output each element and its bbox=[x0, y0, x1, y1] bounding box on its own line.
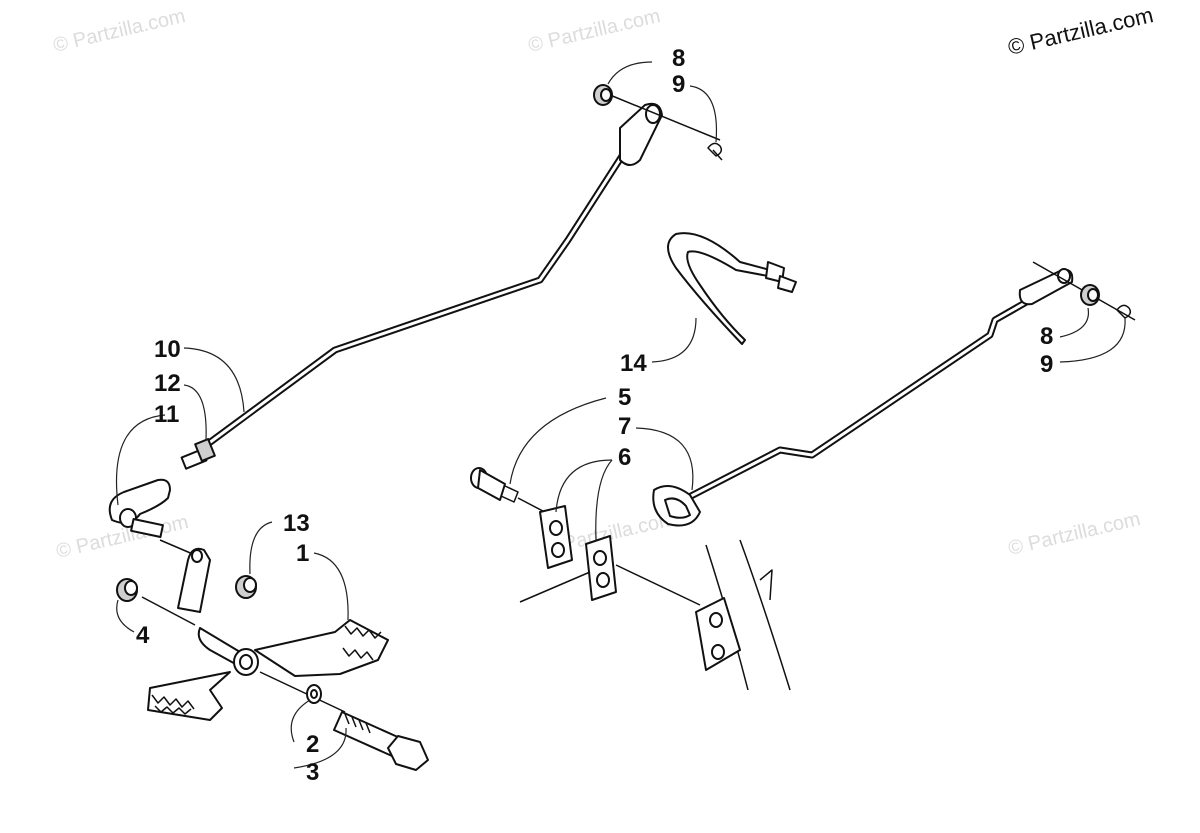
callout-labels: 8 9 10 12 11 13 1 4 2 3 14 5 7 6 8 9 bbox=[136, 45, 1053, 786]
leader-lines bbox=[115, 61, 1126, 769]
callout-6: 6 bbox=[618, 444, 631, 471]
washer-top bbox=[593, 84, 613, 106]
watermark-mid-right: © Partzilla.com bbox=[1006, 508, 1142, 560]
callout-4: 4 bbox=[136, 622, 150, 649]
callout-9-right: 9 bbox=[1040, 351, 1053, 378]
callout-5: 5 bbox=[618, 384, 631, 411]
callout-9-top: 9 bbox=[672, 71, 685, 98]
callout-14: 14 bbox=[620, 350, 647, 377]
callout-2: 2 bbox=[306, 731, 319, 758]
ball-joint-rod-end bbox=[108, 478, 196, 556]
callout-8-right: 8 bbox=[1040, 323, 1053, 350]
adjuster-threaded-end bbox=[180, 438, 216, 470]
watermark-top-center: © Partzilla.com bbox=[526, 5, 662, 57]
callout-13: 13 bbox=[283, 510, 310, 537]
cotter-pin-right bbox=[1116, 304, 1132, 319]
cotter-pin-top bbox=[707, 142, 723, 161]
cable-tie bbox=[667, 232, 797, 345]
callout-10: 10 bbox=[154, 336, 181, 363]
pivot-bolt bbox=[333, 711, 429, 771]
watermark-top-left: © Partzilla.com bbox=[51, 5, 187, 57]
upper-shift-rod bbox=[201, 94, 721, 450]
callout-3: 3 bbox=[306, 759, 319, 786]
lower-shift-rod bbox=[660, 261, 1136, 514]
callout-7: 7 bbox=[618, 413, 631, 440]
callout-12: 12 bbox=[154, 370, 181, 397]
washer-2 bbox=[306, 684, 322, 704]
nut-13 bbox=[235, 575, 257, 599]
nut-4 bbox=[116, 578, 196, 626]
washer-right bbox=[1080, 284, 1100, 306]
grommet bbox=[652, 485, 701, 527]
brake-pedal bbox=[147, 547, 389, 721]
clamp-6-front bbox=[539, 505, 573, 569]
callout-1: 1 bbox=[296, 540, 309, 567]
clamp-6-rear bbox=[519, 535, 701, 606]
callout-8-top: 8 bbox=[672, 45, 685, 72]
frame-bracket bbox=[695, 539, 791, 691]
shoulder-bolt bbox=[470, 467, 561, 521]
callout-11: 11 bbox=[154, 401, 179, 428]
watermark-corner: © Partzilla.com bbox=[1006, 2, 1156, 60]
